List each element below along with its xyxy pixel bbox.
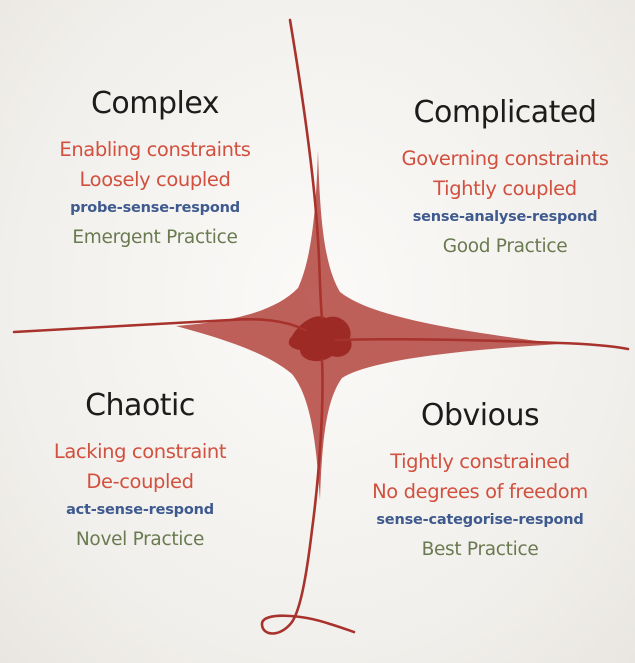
disorder-region <box>176 150 560 500</box>
constraint-text: Lacking constraint <box>53 440 227 463</box>
coupling-text: Tightly coupled <box>433 177 577 200</box>
vertical-boundary-top <box>288 18 324 320</box>
practice-text: Best Practice <box>421 539 539 560</box>
domain-complicated: Complicated Governing constraints Tightl… <box>370 95 635 264</box>
method-text: act-sense-respond <box>66 502 214 518</box>
coupling-text: No degrees of freedom <box>372 480 588 503</box>
domain-title-obvious: Obvious <box>420 398 540 433</box>
coupling-text: Loosely coupled <box>79 168 231 191</box>
practice-text: Emergent Practice <box>72 227 238 248</box>
domain-chaotic: Chaotic Lacking constraint De-coupled ac… <box>15 388 265 557</box>
constraint-text: Enabling constraints <box>59 138 251 161</box>
constraint-text: Tightly constrained <box>390 450 570 473</box>
domain-title-complex: Complex <box>90 86 220 121</box>
method-text: sense-categorise-respond <box>376 512 584 528</box>
vertical-boundary-bottom <box>260 358 356 635</box>
domain-complex: Complex Enabling constraints Loosely cou… <box>30 86 280 255</box>
horizontal-boundary-left <box>12 318 307 334</box>
constraint-text: Governing constraints <box>401 147 609 170</box>
practice-text: Novel Practice <box>75 529 205 550</box>
coupling-text: De-coupled <box>86 470 194 493</box>
domain-obvious: Obvious Tightly constrained No degrees o… <box>340 398 620 567</box>
practice-text: Good Practice <box>442 236 568 257</box>
domain-title-chaotic: Chaotic <box>85 388 195 423</box>
method-text: sense-analyse-respond <box>412 209 598 225</box>
method-text: probe-sense-respond <box>70 200 240 216</box>
horizontal-boundary-right <box>334 337 630 351</box>
disorder-core <box>288 316 352 362</box>
domain-title-complicated: Complicated <box>413 95 597 130</box>
